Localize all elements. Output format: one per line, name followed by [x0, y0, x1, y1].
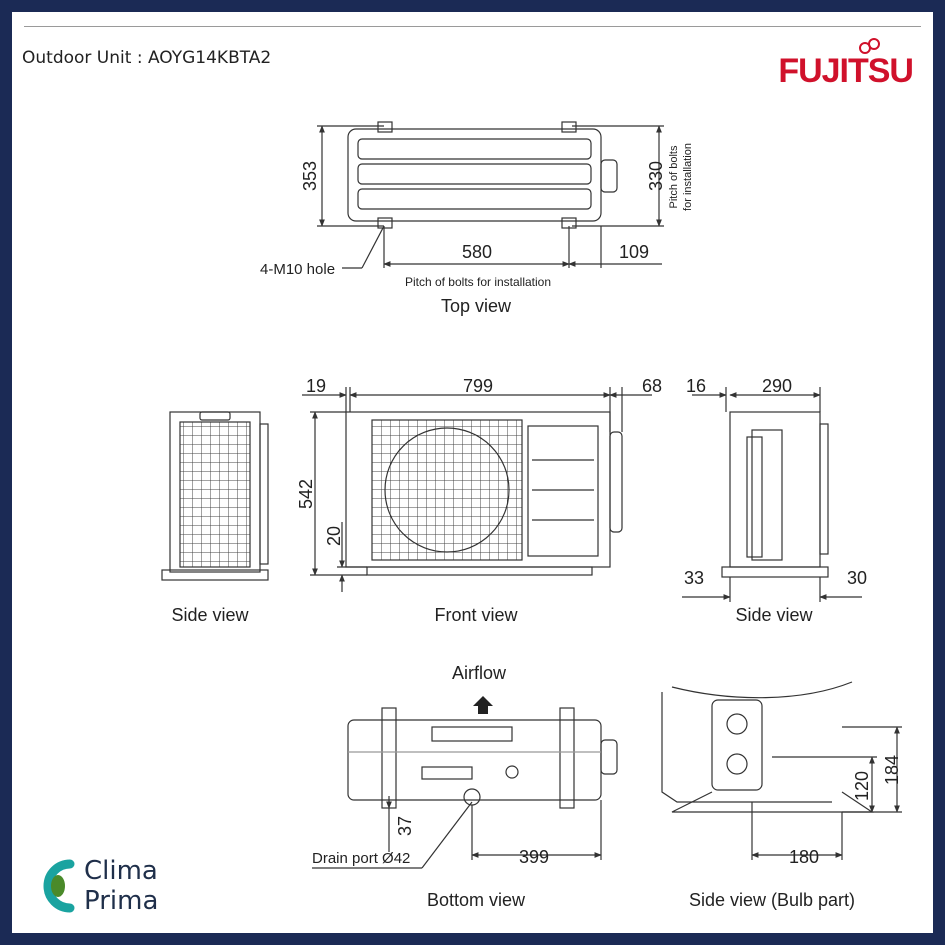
dim-799: 799 — [463, 376, 493, 396]
dim-109: 109 — [619, 242, 649, 262]
bottom-view-caption: Bottom view — [427, 890, 526, 910]
airflow-arrow-icon — [473, 696, 493, 714]
pitch-side-line1: Pitch of bolts — [668, 145, 680, 208]
side-view-left-caption: Side view — [171, 605, 249, 625]
dim-353: 353 — [300, 161, 320, 191]
dim-330: 330 — [646, 161, 666, 191]
top-view-caption: Top view — [441, 296, 512, 316]
dim-290: 290 — [762, 376, 792, 396]
dim-180: 180 — [789, 847, 819, 867]
dim-19: 19 — [306, 376, 326, 396]
pitch-side-line2: for installation — [682, 143, 694, 211]
airflow-label: Airflow — [452, 663, 507, 683]
drain-label: Drain port Ø42 — [312, 850, 410, 867]
side-bulb-view-drawing — [661, 681, 902, 860]
dim-120: 120 — [852, 771, 872, 801]
dim-580: 580 — [462, 242, 492, 262]
side-view-right-drawing — [682, 387, 862, 602]
diagram-frame: Outdoor Unit : AOYG14KBTA2 FUJITSU — [12, 12, 933, 933]
dim-33: 33 — [684, 568, 704, 588]
technical-drawing: 353 330 Pitch of bolts for installation … — [161, 121, 902, 910]
pitch-bottom-label: Pitch of bolts for installation — [405, 275, 551, 289]
top-divider — [24, 26, 921, 27]
clima-prima-logo: Clima Prima — [34, 850, 194, 920]
side-bulb-view-caption: Side view (Bulb part) — [689, 890, 855, 910]
top-view-drawing — [317, 121, 664, 269]
logo-text-prima: Prima — [84, 886, 159, 916]
dim-30: 30 — [847, 568, 867, 588]
dim-16: 16 — [686, 376, 706, 396]
dim-37: 37 — [395, 816, 415, 836]
brand-mark-icon — [859, 38, 880, 54]
dim-399: 399 — [519, 847, 549, 867]
side-view-left-drawing — [161, 411, 269, 581]
c-leaf-logo-icon — [43, 859, 75, 913]
hole-label: 4-M10 hole — [260, 261, 335, 278]
dim-68: 68 — [642, 376, 662, 396]
side-view-right-caption: Side view — [735, 605, 813, 625]
front-view-caption: Front view — [434, 605, 518, 625]
dim-20: 20 — [324, 526, 344, 546]
logo-text-clima: Clima — [84, 856, 158, 886]
page-title: Outdoor Unit : AOYG14KBTA2 — [22, 48, 272, 68]
dim-542: 542 — [296, 479, 316, 509]
dim-184: 184 — [882, 755, 902, 785]
brand-logo: FUJITSU — [778, 52, 914, 90]
bottom-view-drawing — [312, 707, 618, 869]
front-view-drawing — [302, 387, 652, 592]
